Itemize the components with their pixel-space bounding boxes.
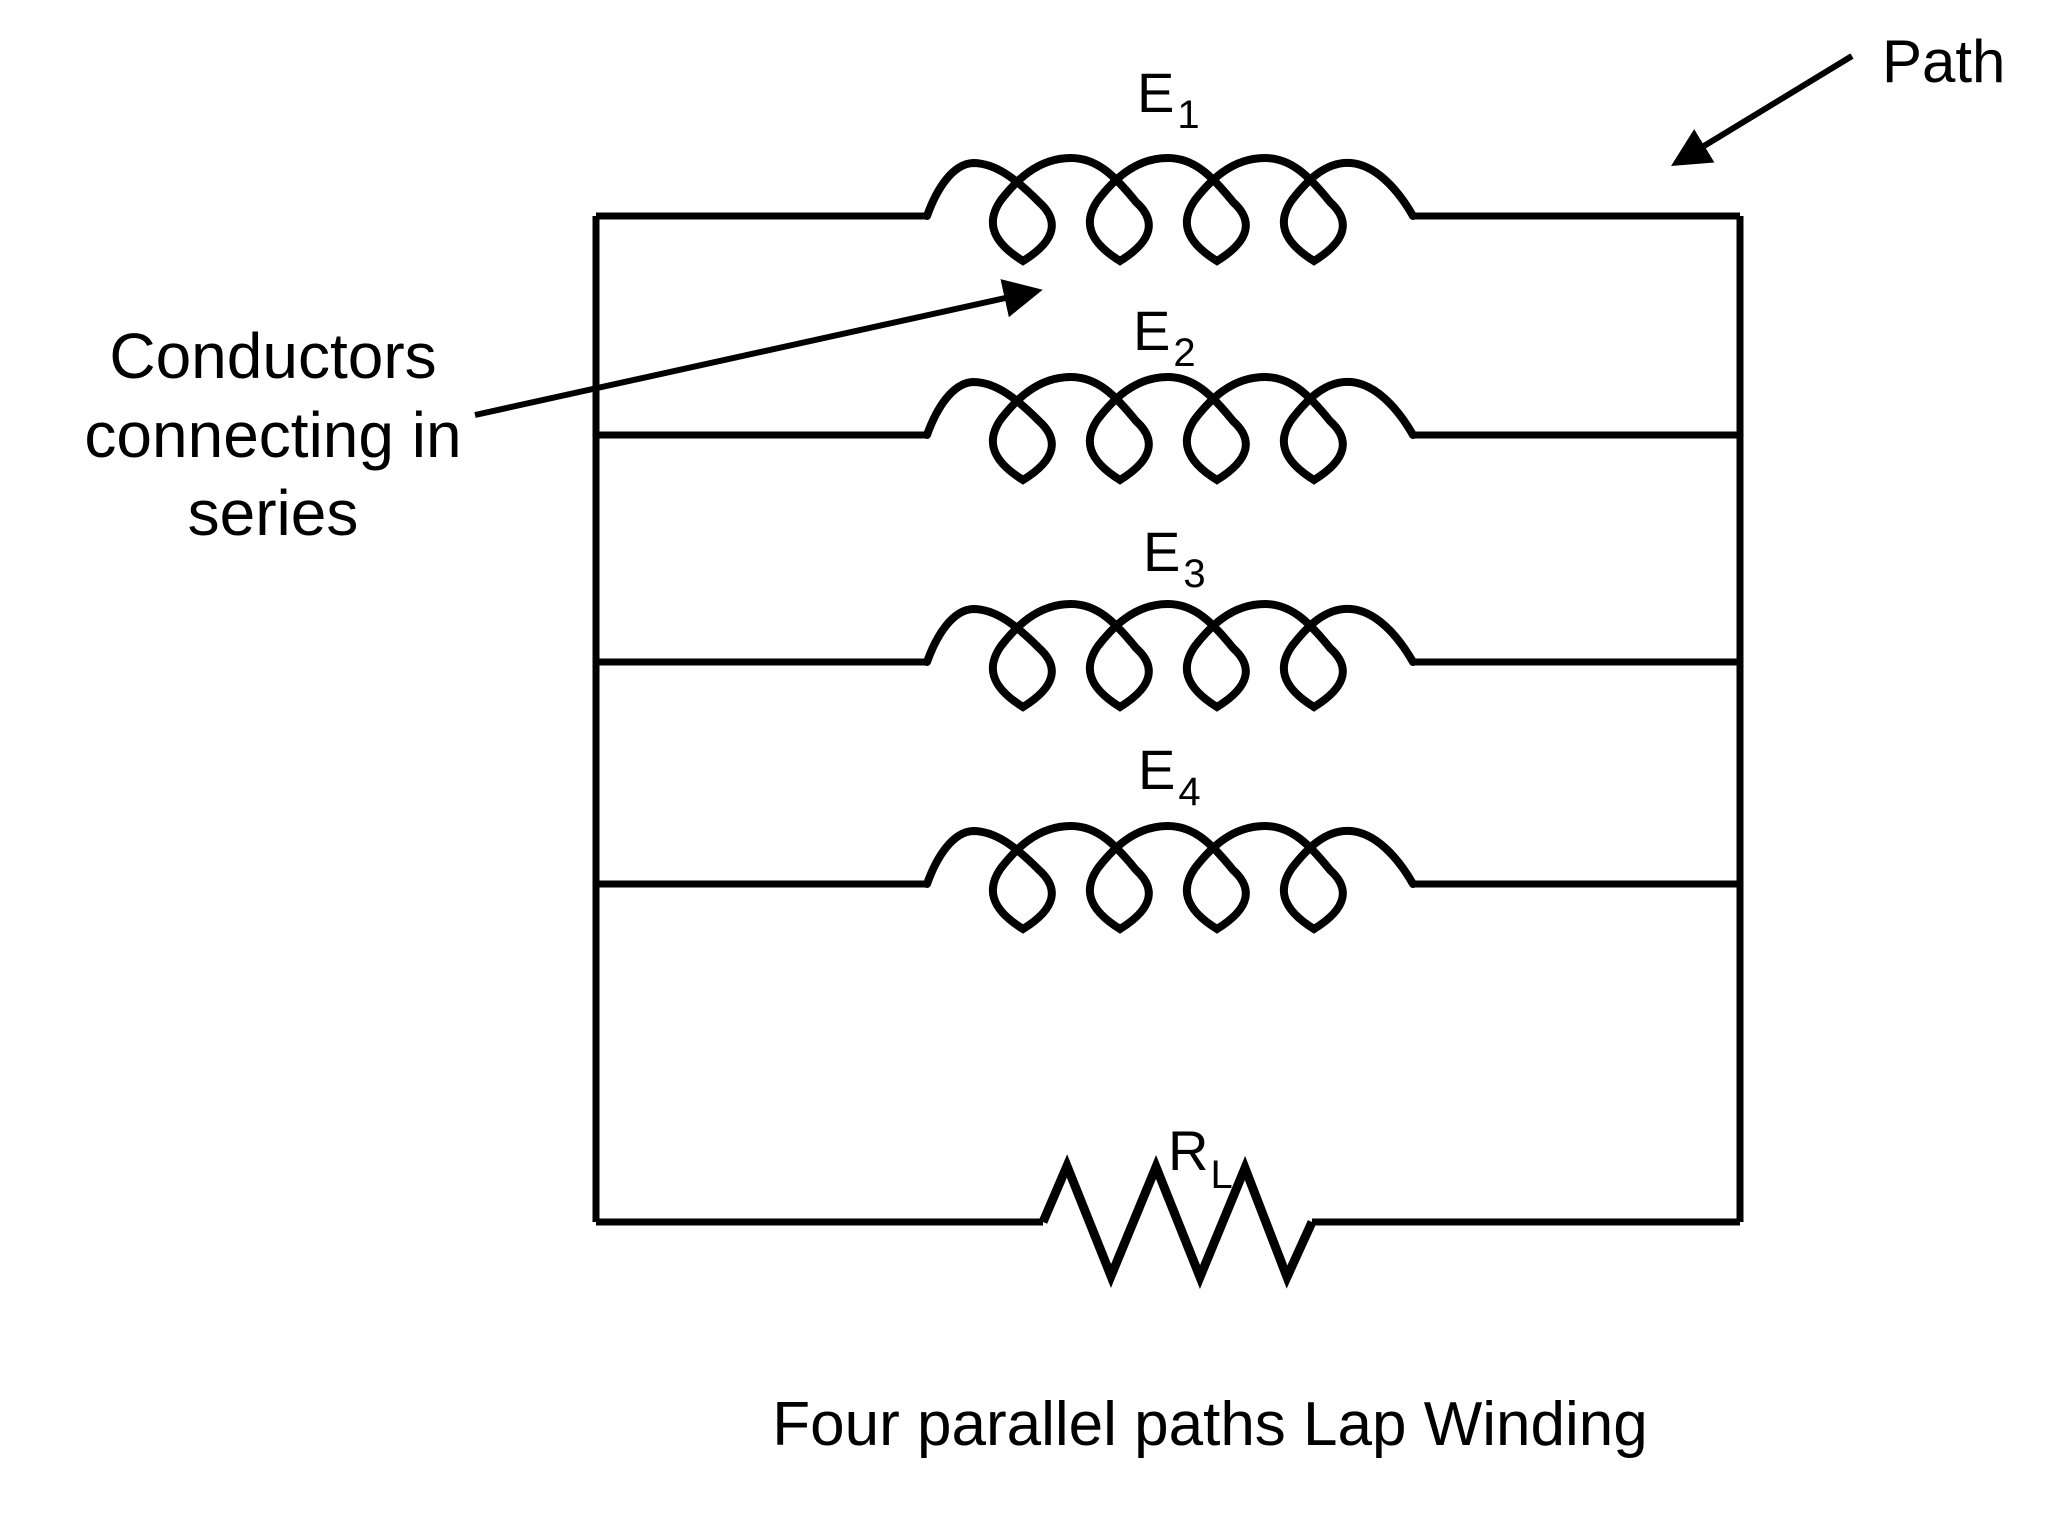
coil-e1 <box>927 158 1413 261</box>
coil-e3 <box>927 604 1413 707</box>
conductors-annotation-line1: Conductors <box>109 320 436 392</box>
conductors-annotation-line2: connecting in <box>84 399 461 471</box>
path-annotation-arrow <box>1671 53 1854 167</box>
label-rl: RL <box>1168 1119 1233 1197</box>
conductors-annotation-line3: series <box>188 477 359 549</box>
label-e3: E3 <box>1143 520 1206 596</box>
label-e2: E2 <box>1133 299 1196 375</box>
load-resistor-zigzag <box>1038 1154 1317 1289</box>
path-annotation-label: Path <box>1882 28 2005 95</box>
conductors-annotation-arrow <box>474 279 1043 418</box>
coil-e4 <box>927 826 1413 929</box>
coil-e2 <box>927 377 1413 480</box>
label-e4: E4 <box>1138 738 1201 814</box>
figure-caption: Four parallel paths Lap Winding <box>772 1390 1647 1459</box>
label-e1: E1 <box>1137 61 1200 137</box>
